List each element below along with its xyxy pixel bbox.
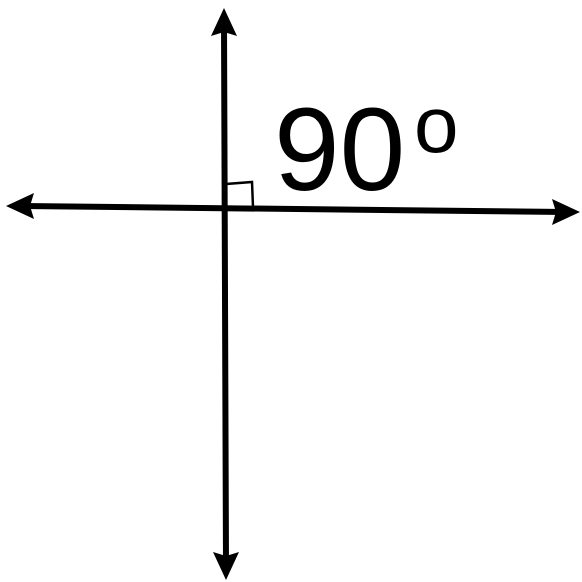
right-arrowhead-icon: [552, 199, 580, 225]
vertical-line: [211, 8, 239, 580]
right-angle-marker: [225, 180, 255, 208]
bottom-arrowhead-icon: [213, 552, 239, 580]
top-arrowhead-icon: [211, 8, 237, 36]
angle-label: 90: [274, 84, 405, 216]
left-arrowhead-icon: [6, 193, 34, 219]
degree-symbol: o: [414, 80, 459, 169]
horizontal-line: [6, 193, 580, 225]
